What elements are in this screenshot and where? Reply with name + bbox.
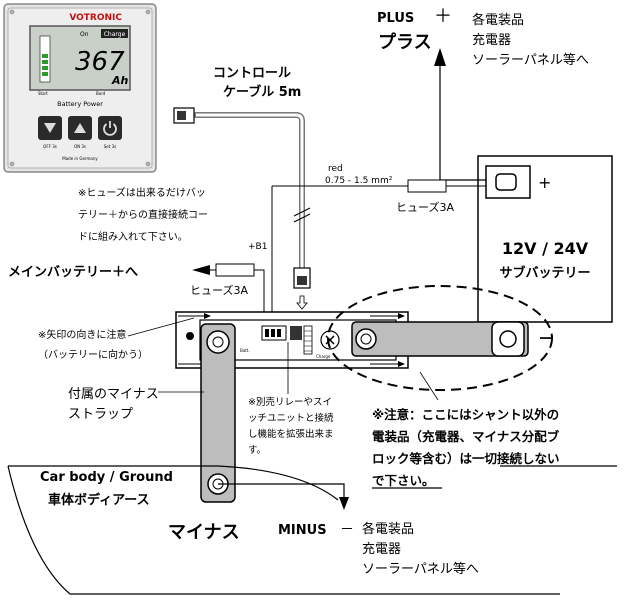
minus-wire [218, 483, 345, 500]
minus-title-jp: マイナス [168, 522, 240, 543]
up-button[interactable] [68, 116, 92, 140]
power-button[interactable] [98, 116, 122, 140]
left-arrow-icon [192, 265, 210, 275]
control-cable-label-2: ケーブル 5m [223, 84, 301, 100]
strap-label-2: ストラップ [68, 407, 133, 422]
board-label: Bord [96, 91, 106, 96]
shunt-batt-label: Batt. [240, 348, 250, 353]
relay-note-3: し機能を拡張出来ま [248, 428, 334, 440]
strap-label-1: 付属のマイナス [68, 387, 159, 402]
level-bar [39, 35, 51, 83]
screw-icon [145, 161, 151, 167]
battery-monitor: VOTRONIC On Charge 367 Ah Start Bord Bat… [3, 3, 157, 173]
down-arrow-icon [44, 123, 56, 133]
fuse-note-1: ※ヒューズは出来るだけバッ [78, 186, 206, 199]
caution-leader [419, 371, 439, 401]
caution-highlight [327, 285, 553, 391]
wire-gauge: 0.75 - 1.5 mm² [325, 176, 393, 186]
sub-fuse-label: ヒューズ3A [396, 200, 454, 214]
minus-strap [200, 323, 236, 503]
control-port [290, 326, 302, 340]
screw-icon [145, 9, 151, 15]
minus-title-en: MINUS [278, 523, 327, 538]
direction-arrow-icon [398, 361, 405, 367]
arrow-note-leader [127, 317, 195, 337]
minus-load-2: 充電器 [362, 541, 401, 557]
main-battery-wiring [192, 263, 265, 322]
main-battery-label: メインバッテリー＋へ [8, 265, 138, 280]
direction-arrow-icon [204, 313, 211, 319]
plus-title-jp: プラス [378, 31, 432, 53]
car-body-outline [7, 465, 560, 595]
fuse-note-2: テリー＋からの直接接続コー [78, 208, 208, 221]
screw-icon [9, 161, 15, 167]
control-cable [173, 107, 311, 310]
minus-symbol: － [340, 522, 354, 538]
capacity-reading: 367 [75, 47, 125, 77]
caution-line-1: ※注意：ここにはシャント以外の [372, 407, 559, 422]
fuse-note-3: ドに組み入れて下さい。 [78, 230, 188, 243]
shunt-charge-label: Charge [316, 354, 331, 359]
caution-line-2: 電装品（充電器、マイナス分配ブ [372, 429, 560, 444]
ground-label-en: Car body / Ground [40, 470, 173, 485]
ground-label-jp: 車体ボディアース [48, 492, 150, 508]
sub-battery-label: サブバッテリー [499, 265, 590, 281]
sub-battery [477, 155, 613, 323]
battery-power-label: Battery Power [57, 100, 103, 108]
mount-hole [186, 332, 194, 340]
plus-load-2: 充電器 [472, 32, 511, 48]
plus-load-3: ソーラーパネル等へ [472, 52, 589, 68]
down-button[interactable] [38, 116, 62, 140]
plus-title-en: PLUS [377, 11, 414, 26]
main-fuse-label: ヒューズ3A [190, 283, 248, 297]
power-icon [103, 123, 117, 136]
charge-label: Charge [104, 31, 126, 38]
plus-symbol: ＋ [434, 6, 452, 27]
on-label: On [80, 31, 89, 38]
relay-note-4: す。 [248, 445, 266, 456]
made-in-label: Made in Germany [62, 156, 98, 161]
up-arrow-icon [434, 48, 446, 66]
capacity-unit: Ah [111, 74, 129, 87]
set-label: Set 3s [104, 144, 116, 149]
arrow-note-2: （バッテリーに向かう） [38, 348, 148, 361]
caution-line-4: で下さい。 [372, 473, 435, 488]
brand-logo: VOTRONIC [69, 13, 122, 23]
plus-wiring [271, 48, 486, 322]
minus-load-1: 各電装品 [362, 521, 414, 537]
off-label: OFF 3s [43, 144, 57, 149]
b1-label: +B1 [248, 242, 267, 252]
up-arrow-icon [74, 123, 86, 133]
relay-note-1: ※別売リレーやスイ [248, 396, 332, 408]
caution-line-3: ロック等含む）は一切接続しない [372, 451, 560, 466]
sub-fuse [407, 179, 447, 193]
wire-color: red [328, 164, 343, 174]
control-cable-label-1: コントロール [213, 66, 291, 81]
down-arrow-icon [339, 497, 349, 510]
sub-battery-voltage: 12V / 24V [502, 239, 589, 258]
minus-load-3: ソーラーパネル等へ [362, 561, 479, 577]
direction-arrow-icon [398, 313, 405, 319]
down-arrow-icon [296, 295, 308, 310]
screw-icon [9, 9, 15, 15]
main-fuse [215, 263, 255, 277]
sub-battery-minus-sign: － [538, 329, 554, 348]
arrow-note-1: ※矢印の向きに注意 [38, 328, 126, 341]
relay-note-2: ッチユニットと接続 [248, 412, 334, 424]
battery-strap [351, 321, 529, 357]
charge-badge [101, 29, 128, 38]
sub-battery-plus-sign: + [538, 173, 551, 192]
plus-load-1: 各電装品 [472, 12, 524, 28]
start-label: Start [38, 91, 48, 96]
on-3s-label: ON 3s [74, 144, 86, 149]
